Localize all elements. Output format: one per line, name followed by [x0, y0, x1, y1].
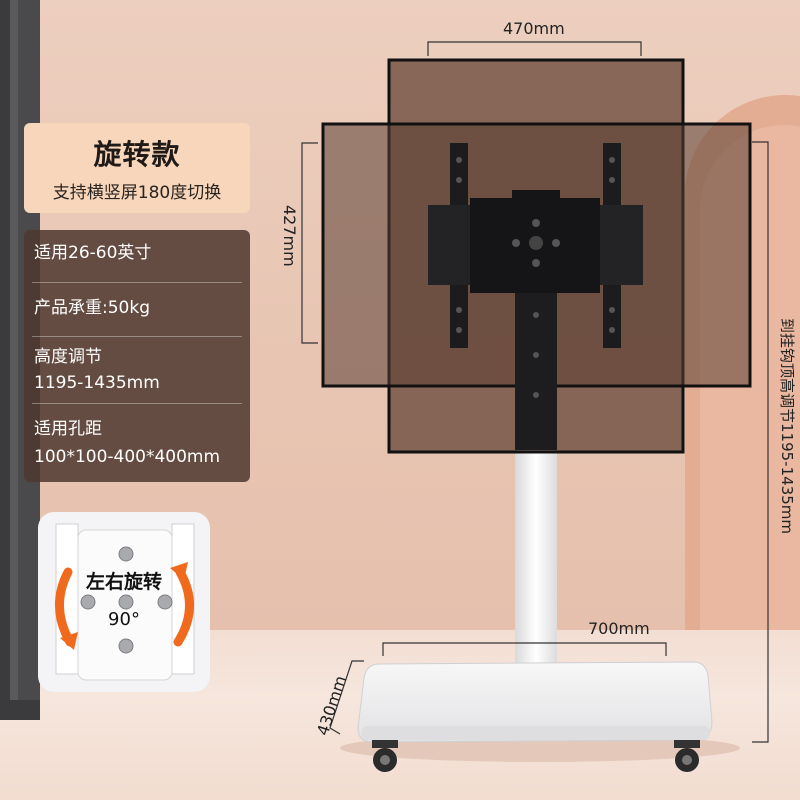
- dim-label-screen-width: 470mm: [503, 19, 565, 38]
- spec-divider: [32, 403, 242, 404]
- screw-center-icon: [118, 594, 134, 610]
- spec-load-capacity: 产品承重:50kg: [34, 298, 150, 318]
- title-panel: 旋转款 支持横竖屏180度切换: [24, 123, 250, 213]
- dim-line-base-depth: [329, 660, 364, 735]
- caster-front-right: [674, 740, 700, 772]
- screw-bottom-icon: [118, 638, 134, 654]
- dim-label-base-width: 700mm: [588, 619, 650, 638]
- rotation-degree: 90°: [108, 609, 140, 630]
- window-mullion: [10, 0, 18, 700]
- caster-front-left: [372, 740, 398, 772]
- rotate-left-arrow-icon: [55, 567, 75, 647]
- product-title: 旋转款: [93, 138, 181, 171]
- spec-vesa-value: 100*100-400*400mm: [34, 447, 221, 467]
- dim-line-screen-height: [301, 142, 318, 344]
- rotation-plate-illustration: [55, 523, 195, 681]
- spec-vesa-label: 适用孔距: [34, 419, 102, 439]
- dim-label-hook-height: 到挂钩顶高调节1195-1435mm: [778, 318, 796, 534]
- spec-screen-size: 适用26-60英寸: [34, 243, 152, 263]
- product-subtitle: 支持横竖屏180度切换: [52, 183, 222, 203]
- spec-height-label: 高度调节: [34, 347, 102, 367]
- rotation-label: 左右旋转: [85, 571, 162, 593]
- spec-panel: 适用26-60英寸 产品承重:50kg 高度调节 1195-1435mm 适用孔…: [24, 230, 250, 482]
- spec-height-value: 1195-1435mm: [34, 373, 160, 393]
- dim-line-screen-width: [427, 41, 642, 56]
- dim-label-screen-height: 427mm: [280, 205, 299, 267]
- rotation-inset: 左右旋转 90°: [38, 512, 210, 692]
- screw-top-icon: [118, 546, 134, 562]
- dim-line-hook-height: [752, 141, 769, 743]
- stand-pole: [515, 440, 557, 670]
- spec-divider: [32, 282, 242, 283]
- spec-divider: [32, 336, 242, 337]
- screw-left-icon: [80, 594, 96, 610]
- dim-line-base-width: [382, 642, 667, 656]
- vesa-mount-bracket: [428, 143, 643, 348]
- screw-right-icon: [157, 594, 173, 610]
